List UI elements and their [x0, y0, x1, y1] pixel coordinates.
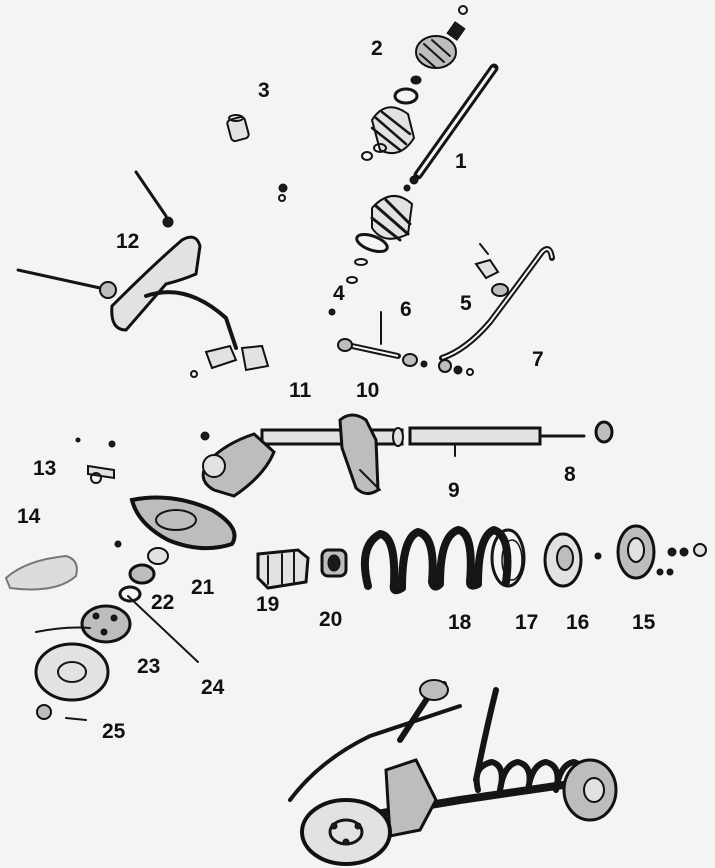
- outer-boot: [361, 106, 416, 161]
- dust-shield: [129, 495, 237, 551]
- outer-cv-joint: [393, 5, 468, 105]
- upper-spring-seat: [490, 528, 526, 588]
- callout-14: 14: [17, 505, 41, 528]
- callout-18: 18: [448, 611, 472, 634]
- link-pin: [337, 311, 428, 368]
- bracket: [474, 243, 509, 297]
- hardware-13: [75, 437, 116, 484]
- bushing: [226, 114, 288, 202]
- piston-rod: [408, 426, 586, 457]
- bump-stop: [256, 548, 310, 590]
- strut-bearing: [543, 532, 602, 588]
- stabilizer-bar: [438, 246, 555, 376]
- callout-9: 9: [448, 479, 460, 502]
- drive-shaft: [403, 63, 499, 192]
- callout-4: 4: [333, 282, 345, 305]
- callout-25: 25: [102, 720, 126, 743]
- callout-19: 19: [256, 593, 280, 616]
- rod-nut: [594, 420, 614, 444]
- callout-15: 15: [632, 611, 656, 634]
- callout-24: 24: [201, 676, 225, 699]
- callout-13: 13: [33, 457, 57, 480]
- callout-1: 1: [455, 150, 467, 173]
- top-mount: [616, 524, 707, 580]
- inner-cv-joint: [328, 195, 414, 316]
- bracket-14: [4, 554, 78, 591]
- assembled-suspension: [288, 679, 618, 866]
- wheel-hub: [80, 604, 132, 644]
- callout-3: 3: [258, 79, 270, 102]
- callout-22: 22: [151, 591, 175, 614]
- wheel-bearing: [114, 540, 199, 663]
- callout-8: 8: [564, 463, 576, 486]
- callout-12: 12: [116, 230, 140, 253]
- callout-16: 16: [566, 611, 590, 634]
- callout-20: 20: [319, 608, 343, 631]
- callout-11: 11: [289, 379, 312, 402]
- callout-6: 6: [400, 298, 412, 321]
- coil-spring: [361, 526, 512, 595]
- spring-seat-bushing: [320, 548, 348, 578]
- callout-23: 23: [137, 655, 161, 678]
- callout-10: 10: [356, 379, 380, 402]
- brake-disc: [34, 626, 110, 702]
- callout-5: 5: [460, 292, 472, 315]
- strut-housing: [200, 413, 404, 498]
- callout-21: 21: [191, 576, 215, 599]
- hub-nut: [36, 704, 87, 721]
- callout-17: 17: [515, 611, 539, 634]
- callout-7: 7: [532, 348, 544, 371]
- callout-2: 2: [371, 37, 383, 60]
- lower-control-arm: [16, 170, 270, 378]
